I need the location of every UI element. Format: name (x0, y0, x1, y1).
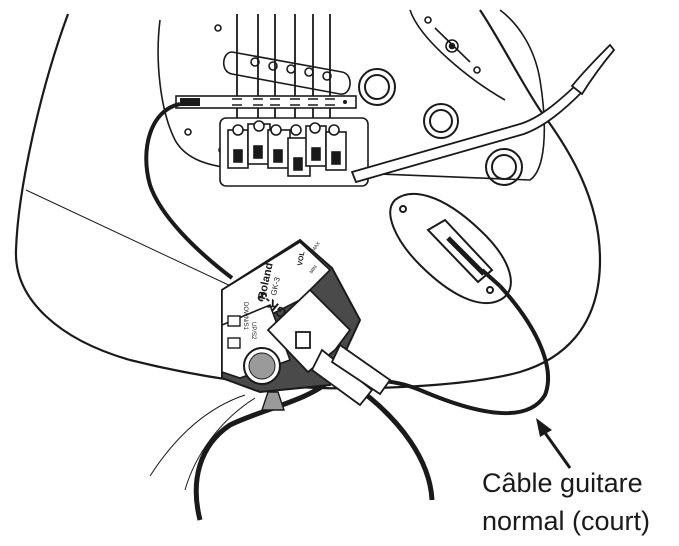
pickup-selector (434, 27, 471, 63)
cable-caption-line1: Câble guitare (482, 468, 643, 498)
divided-pickup-bar (175, 95, 357, 109)
cable-thin-2 (184, 397, 256, 491)
up-s2-switch (227, 337, 241, 349)
switch-label-down: DOWN/S1 (242, 302, 248, 331)
vol-min: MIN (309, 264, 319, 275)
down-s1-switch (227, 315, 241, 327)
vol-label: VOL (297, 250, 307, 266)
cable-caption-line2: normal (court) (482, 506, 651, 536)
vol-max: MAX (311, 240, 323, 253)
module-model: GK-3 (269, 276, 282, 297)
cable-thin-1 (149, 394, 246, 477)
gk-plug: GK-3 (254, 288, 392, 407)
tremolo-bridge (219, 117, 369, 187)
gk-cable (193, 378, 332, 521)
tremolo-arm (350, 43, 616, 184)
guitar-cable (354, 284, 550, 416)
gk-pickup-cable (144, 102, 234, 280)
switch-label-up: UP/S2 (250, 322, 256, 340)
tone-knob-2 (485, 148, 523, 186)
bridge-pickup (222, 51, 351, 95)
volume-knob (358, 68, 396, 106)
callout-arrow (536, 418, 572, 469)
output-jack (389, 193, 512, 305)
tone-knob-1 (423, 103, 459, 139)
gk-cable-lower (358, 388, 435, 501)
